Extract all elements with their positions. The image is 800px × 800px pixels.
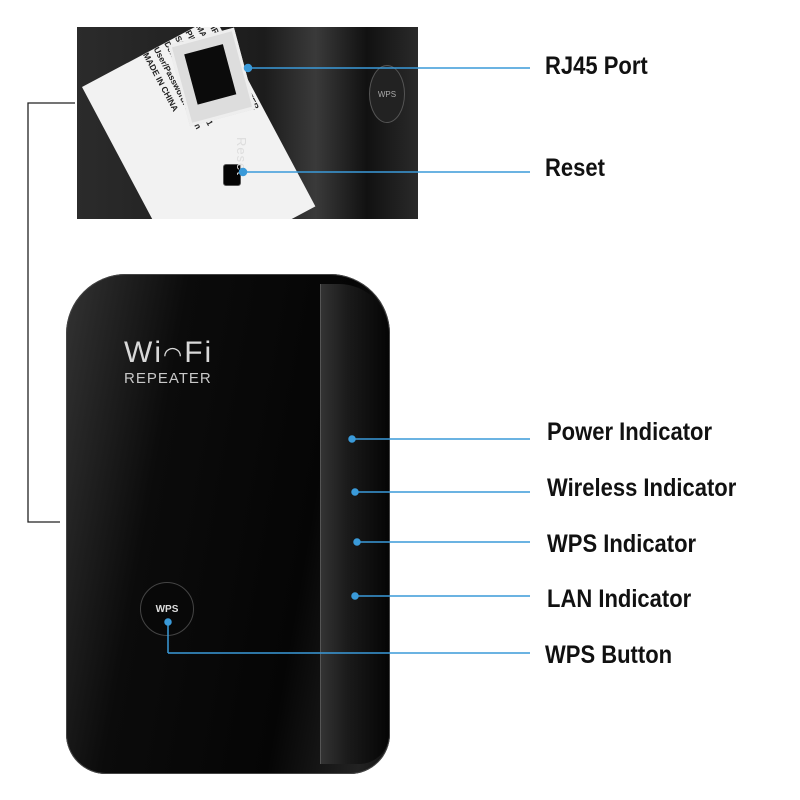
label-rj45-port: RJ45 Port (545, 52, 648, 80)
wps-button: WPS (140, 582, 194, 636)
label-power-indicator: Power Indicator (547, 418, 713, 446)
label-wps-indicator: WPS Indicator (547, 530, 697, 558)
bracket-line (27, 102, 75, 523)
label-wireless-indicator: Wireless Indicator (547, 474, 737, 502)
device-side-panel (320, 284, 389, 764)
wifi-logo: Wi◠Fi (124, 336, 214, 369)
wifi-icon: ◠ (162, 342, 185, 367)
back-panel-photo: WIRELESS-N REPEATER MAC: 00E0201A9404 PI… (77, 27, 418, 219)
label-wps-button: WPS Button (545, 641, 673, 669)
repeater-front-photo: Wi◠Fi REPEATER WPS (66, 274, 390, 774)
repeater-text: REPEATER (124, 370, 212, 387)
label-lan-indicator: LAN Indicator (547, 585, 692, 613)
label-reset: Reset (545, 154, 605, 182)
side-wps-button: WPS (369, 65, 405, 123)
